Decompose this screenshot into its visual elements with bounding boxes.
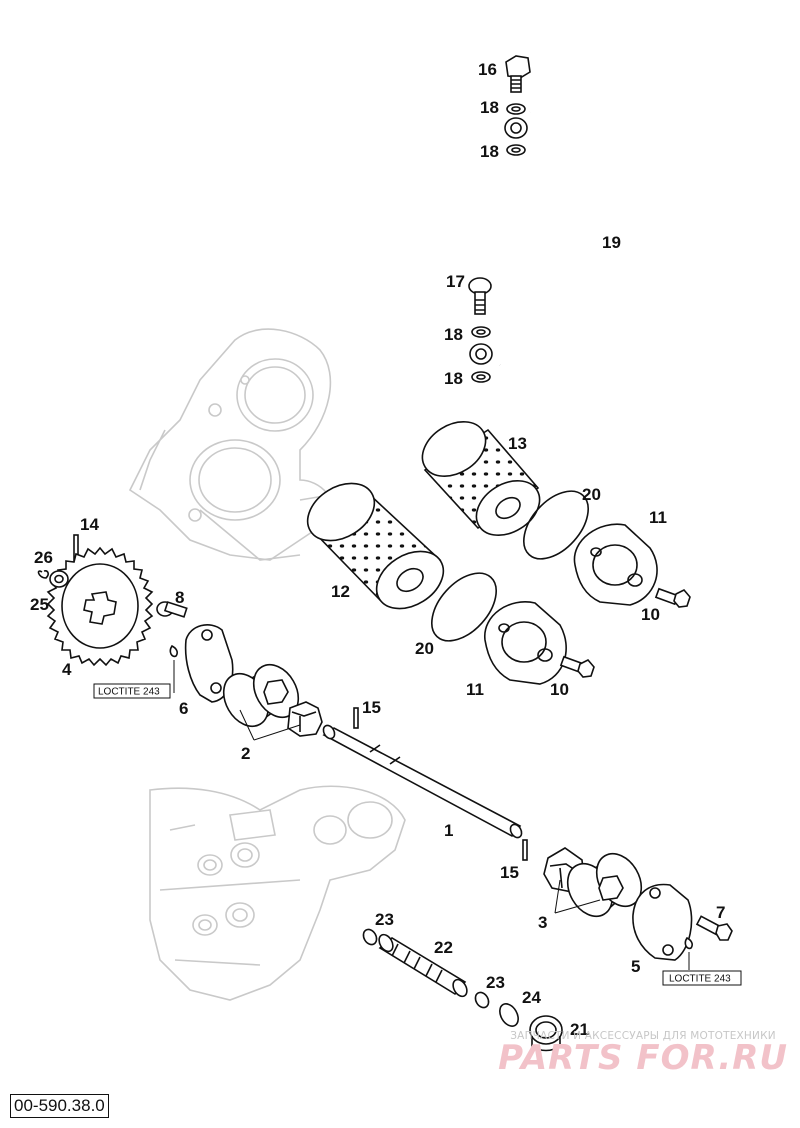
callout-5: 5 <box>631 957 640 976</box>
banjo-bolt-16 <box>505 55 531 93</box>
pump-rotor-3-outer <box>566 852 643 918</box>
callout-11-a: 11 <box>649 508 667 527</box>
o-ring-23-b <box>474 991 490 1009</box>
loctite-label-b-box <box>662 970 742 986</box>
loctite-label-b: LOCTITE 243 <box>669 974 731 985</box>
pump-rotor-2-inner <box>287 701 323 737</box>
callout-25: 25 <box>30 595 49 614</box>
oil-strainer-22 <box>378 933 468 998</box>
callout-12: 12 <box>331 582 350 601</box>
document-number: 00-590.38.0 <box>10 1094 109 1118</box>
screw-10-a <box>654 587 691 608</box>
oil-pipe <box>499 105 641 415</box>
callout-numbers: 1 2 3 4 5 6 7 8 10 10 11 11 12 13 14 15 … <box>30 60 725 1039</box>
engine-case-upper-ghost <box>128 328 334 561</box>
circlip-26 <box>37 570 49 579</box>
callout-26: 26 <box>34 548 53 567</box>
o-ring-20-a <box>523 490 589 560</box>
callout-16: 16 <box>478 60 497 79</box>
callout-24: 24 <box>522 988 541 1007</box>
watermark: ЗАПЧАСТИ И АКСЕССУАРЫ ДЛЯ МОТОТЕХНИКИ PA… <box>498 1030 788 1078</box>
drain-plug-21 <box>529 1015 563 1052</box>
gear-4 <box>46 546 154 667</box>
pump-cover-5 <box>632 883 693 961</box>
callout-15-b: 15 <box>500 863 519 882</box>
o-ring-24 <box>499 1003 519 1027</box>
callout-4: 4 <box>62 660 72 679</box>
loctite-drop-b <box>684 936 694 950</box>
callout-23-a: 23 <box>375 910 394 929</box>
callout-18-d: 18 <box>444 369 463 388</box>
callout-7: 7 <box>716 903 725 922</box>
callout-21: 21 <box>570 1020 589 1039</box>
filter-cover-11-a <box>573 523 658 606</box>
callout-18-b: 18 <box>480 142 499 161</box>
callout-18-c: 18 <box>444 325 463 344</box>
loctite-label-a: LOCTITE 243 <box>98 687 160 698</box>
o-ring-23-a <box>362 928 378 946</box>
callout-18-a: 18 <box>480 98 499 117</box>
callout-14: 14 <box>80 515 99 534</box>
washer-18-d <box>471 371 491 383</box>
watermark-caption: ЗАПЧАСТИ И АКСЕССУАРЫ ДЛЯ МОТОТЕХНИКИ <box>510 1030 776 1042</box>
washer-18-c <box>471 326 491 338</box>
screw-7 <box>695 915 733 941</box>
banjo-fitting-lower <box>469 343 493 365</box>
callout-10-b: 10 <box>550 680 569 699</box>
pump-shaft-1 <box>322 724 523 839</box>
washer-25 <box>49 570 69 588</box>
callout-20-b: 20 <box>415 639 434 658</box>
callout-13: 13 <box>508 434 527 453</box>
callout-6: 6 <box>179 699 188 718</box>
callout-22: 22 <box>434 938 453 957</box>
banjo-fitting-upper <box>504 117 528 139</box>
callout-23-b: 23 <box>486 973 505 992</box>
oil-filter-12 <box>306 482 445 610</box>
callout-10-a: 10 <box>641 605 660 624</box>
pin-15-b <box>522 839 528 861</box>
engine-case-lower-ghost <box>149 785 406 1001</box>
callout-8: 8 <box>175 588 184 607</box>
callout-19: 19 <box>602 233 621 252</box>
filter-cover-11-b <box>484 601 567 685</box>
loctite-label-a-box <box>93 683 171 699</box>
loctite-drop-a <box>169 644 179 658</box>
callout-1: 1 <box>444 821 453 840</box>
callout-3: 3 <box>538 913 547 932</box>
callout-17: 17 <box>446 272 465 291</box>
oil-filter-13 <box>421 421 541 536</box>
pin-15-a <box>353 707 359 729</box>
o-ring-20-b <box>431 572 497 642</box>
screw-10-b <box>559 655 595 678</box>
callout-20-a: 20 <box>582 485 601 504</box>
watermark-logo: PARTS FOR.RU <box>498 1038 788 1078</box>
washer-18-a <box>506 103 526 115</box>
leader-lines <box>239 709 601 914</box>
callout-2: 2 <box>241 744 250 763</box>
washer-18-b <box>506 144 526 156</box>
callout-11-b: 11 <box>466 680 484 699</box>
callout-15-a: 15 <box>362 698 381 717</box>
pump-rotor-2-outer <box>222 663 300 728</box>
screw-8 <box>156 601 188 618</box>
banjo-bolt-17 <box>468 277 492 315</box>
